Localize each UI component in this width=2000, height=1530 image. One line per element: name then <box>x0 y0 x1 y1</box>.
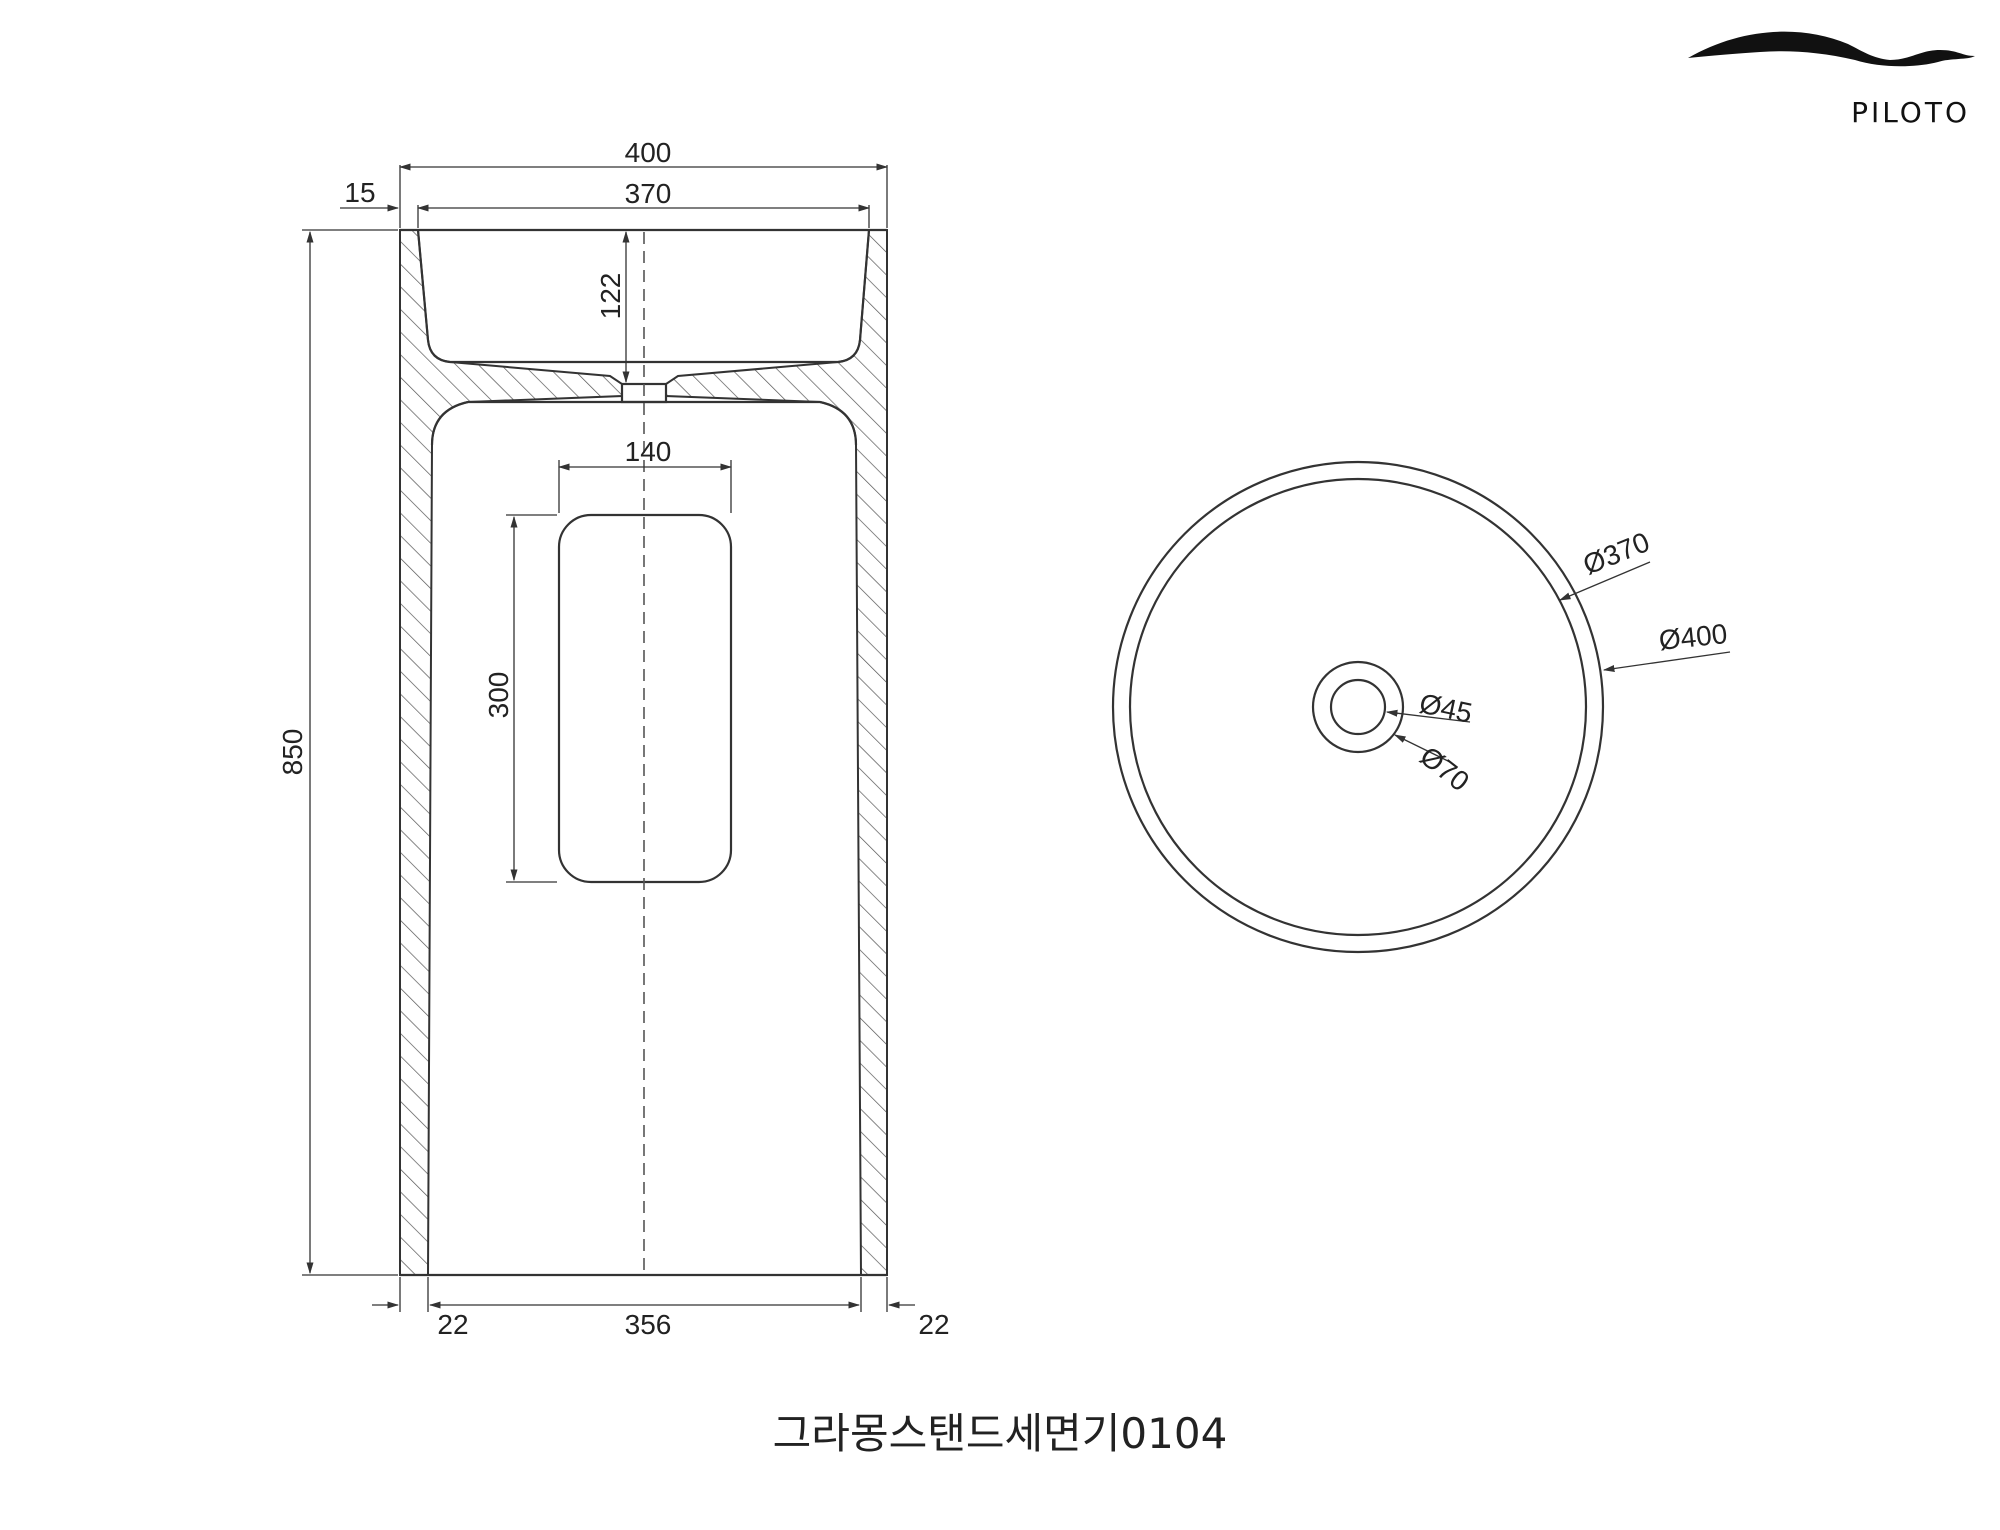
top-plan-view: Ø370 Ø400 Ø45 Ø70 <box>1111 460 1731 954</box>
left-wall-section <box>399 229 623 1276</box>
label-outer-diameter: Ø400 <box>1657 618 1728 656</box>
dim-basin-width-label: 370 <box>625 178 672 209</box>
piloto-logo: PILOTO <box>1688 31 1975 129</box>
dim-opening-width-label: 140 <box>625 436 672 467</box>
drain-outer-circle <box>1311 660 1405 754</box>
logo-wave-mark <box>1688 31 1975 67</box>
inner-basin-circle <box>1128 477 1588 937</box>
drain-inner-circle <box>1329 678 1387 736</box>
leader-outer-diameter <box>1602 651 1731 672</box>
dim-rim-thickness-label: 15 <box>344 177 375 208</box>
leader-drain-inner <box>1385 709 1471 723</box>
dim-base-inner-width-label: 356 <box>625 1309 672 1340</box>
dim-overall-height-label: 850 <box>277 729 308 776</box>
basin-outline <box>416 229 871 364</box>
leader-drain-outer <box>1393 734 1451 763</box>
dim-base-right-wall-label: 22 <box>918 1309 949 1340</box>
dim-basin-depth-label: 122 <box>595 273 626 320</box>
product-title: 그라몽스탠드세면기0104 <box>773 1409 1228 1458</box>
leader-inner-diameter <box>1558 561 1651 601</box>
front-section-view: 400 370 15 122 850 140 300 <box>277 137 950 1340</box>
front-opening <box>557 513 733 884</box>
right-wall-section <box>665 229 888 1276</box>
outer-rim-circle <box>1111 460 1605 954</box>
brand-name: PILOTO <box>1851 96 1970 129</box>
dim-overall-width-label: 400 <box>625 137 672 168</box>
dim-opening-height-label: 300 <box>483 672 514 719</box>
label-inner-diameter: Ø370 <box>1579 526 1654 580</box>
label-drain-inner: Ø45 <box>1417 688 1475 729</box>
dim-base-left-wall-label: 22 <box>437 1309 468 1340</box>
